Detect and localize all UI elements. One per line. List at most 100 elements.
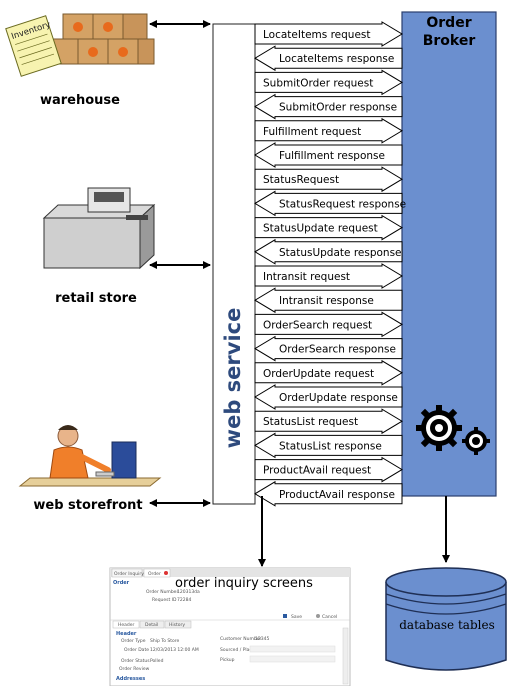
gears-icon xyxy=(416,405,490,455)
screen-save-button[interactable]: Save xyxy=(291,614,302,620)
message-label: Intransit response xyxy=(279,295,374,307)
message-arrow-shape xyxy=(254,263,403,289)
message-arrow-shape xyxy=(254,69,403,96)
message-arrow-10: Intransit request xyxy=(254,263,403,289)
message-arrow-2: SubmitOrder request xyxy=(254,69,403,96)
message-label: StatusUpdate request xyxy=(263,223,378,235)
message-arrow-shape xyxy=(254,93,403,120)
message-arrow-shape xyxy=(254,45,403,72)
web-service-label: web service xyxy=(221,308,245,449)
message-label: Fulfillment response xyxy=(279,150,385,162)
message-arrow-shape xyxy=(254,238,403,265)
save-icon xyxy=(283,614,287,618)
message-arrow-shape xyxy=(254,384,403,410)
message-arrow-13: OrderSearch response xyxy=(254,335,403,362)
message-arrow-shape xyxy=(254,408,403,435)
message-label: OrderSearch response xyxy=(279,344,396,356)
message-arrow-shape xyxy=(254,142,403,168)
message-arrow-shape xyxy=(254,214,403,241)
order-inquiry-label: order inquiry screens xyxy=(175,576,313,591)
message-arrow-shape xyxy=(254,311,403,338)
retail-store-label: retail store xyxy=(55,291,137,306)
screen-request-id-label: Request ID xyxy=(152,597,177,603)
message-arrow-5: Fulfillment response xyxy=(254,142,403,168)
message-arrow-shape xyxy=(254,117,403,144)
screen-addresses-title: Addresses xyxy=(116,676,145,682)
message-arrow-7: StatusRequest response xyxy=(254,190,406,217)
message-label: OrderUpdate request xyxy=(263,368,374,380)
message-label: LocateItems request xyxy=(263,29,371,41)
message-arrow-18: ProductAvail request xyxy=(254,456,403,483)
message-label: StatusUpdate response xyxy=(279,247,402,259)
message-arrow-shape xyxy=(254,166,403,193)
cancel-icon xyxy=(316,614,320,618)
web-storefront-label: web storefront xyxy=(33,498,142,513)
message-arrow-shape xyxy=(254,480,403,507)
screen-order-status-value: Polled xyxy=(150,658,164,664)
message-arrow-15: OrderUpdate response xyxy=(254,384,403,410)
web-storefront-illustration xyxy=(18,425,162,487)
message-label: ProductAvail request xyxy=(263,465,371,477)
message-arrow-shape xyxy=(254,456,403,483)
screen-header-title: Header xyxy=(116,631,137,637)
screen-tab-order[interactable]: Order xyxy=(148,571,161,577)
screen-subtab-header[interactable]: Header xyxy=(118,622,135,628)
message-arrow-4: Fulfillment request xyxy=(254,117,403,144)
screen-order-number-label: Order Number xyxy=(146,589,178,595)
screen-section-title: Order xyxy=(113,580,130,586)
message-arrow-17: StatusList response xyxy=(254,432,403,459)
screen-customer-value: 12345 xyxy=(255,636,269,642)
screen-scrollbar[interactable] xyxy=(342,627,349,685)
screen-order-date-label: Order Date xyxy=(124,647,149,653)
message-label: StatusList response xyxy=(279,440,382,452)
message-arrow-14: OrderUpdate request xyxy=(254,359,403,386)
screen-order-type-label: Order Type xyxy=(121,638,146,644)
message-label: StatusRequest response xyxy=(279,198,406,210)
message-arrow-1: LocateItems response xyxy=(254,45,403,72)
message-arrow-3: SubmitOrder response xyxy=(254,93,403,120)
screen-customer-label: Customer Number xyxy=(220,636,262,642)
screen-subtab-detail[interactable]: Detail xyxy=(145,622,158,628)
warehouse-label: warehouse xyxy=(40,93,120,108)
screen-order-type-value: Ship To Store xyxy=(150,638,180,644)
message-arrow-12: OrderSearch request xyxy=(254,311,403,338)
message-arrow-6: StatusRequest xyxy=(254,166,403,193)
message-label: ProductAvail response xyxy=(279,489,395,501)
message-arrow-shape xyxy=(254,21,403,47)
message-arrow-19: ProductAvail response xyxy=(254,480,403,507)
message-label: OrderSearch request xyxy=(263,319,372,331)
message-arrow-9: StatusUpdate response xyxy=(254,238,403,265)
warehouse-illustration: Inventory xyxy=(5,13,155,77)
screen-order-review-label: Order Review xyxy=(119,666,150,672)
message-label: SubmitOrder request xyxy=(263,77,373,89)
message-arrow-shape xyxy=(254,359,403,386)
web-service-bar xyxy=(212,23,256,505)
screen-request-id-value: 72284 xyxy=(177,597,191,603)
message-label: LocateItems response xyxy=(279,53,394,65)
order-broker-title-line1: Order xyxy=(426,15,471,31)
message-arrow-shape xyxy=(254,287,403,314)
retail-store-illustration xyxy=(42,187,156,270)
order-inquiry-screenshot: Order Inquiry Order Order Order Number 1… xyxy=(109,567,351,686)
screen-tab-order-inquiry[interactable]: Order Inquiry xyxy=(114,571,144,577)
screen-pickup-label: Pickup xyxy=(220,657,235,663)
message-arrow-shape xyxy=(254,335,403,362)
message-arrow-shape xyxy=(254,190,403,217)
message-label: StatusList request xyxy=(263,416,358,428)
screen-subtab-history[interactable]: History xyxy=(169,622,185,628)
message-label: SubmitOrder response xyxy=(279,102,397,114)
database-cylinder xyxy=(385,567,507,671)
order-broker-title-line2: Broker xyxy=(423,33,476,49)
database-label: database tables xyxy=(399,618,494,632)
message-arrow-11: Intransit response xyxy=(254,287,403,314)
screen-sourced-label: Sourced / Placed xyxy=(220,647,258,653)
message-label: Fulfillment request xyxy=(263,126,361,138)
screen-order-number-value: 120313da xyxy=(177,589,200,595)
message-arrow-16: StatusList request xyxy=(254,408,403,435)
screen-order-status-label: Order Status xyxy=(121,658,150,664)
screen-cancel-button[interactable]: Cancel xyxy=(322,614,337,620)
message-arrow-shape xyxy=(254,432,403,459)
message-arrow-8: StatusUpdate request xyxy=(254,214,403,241)
